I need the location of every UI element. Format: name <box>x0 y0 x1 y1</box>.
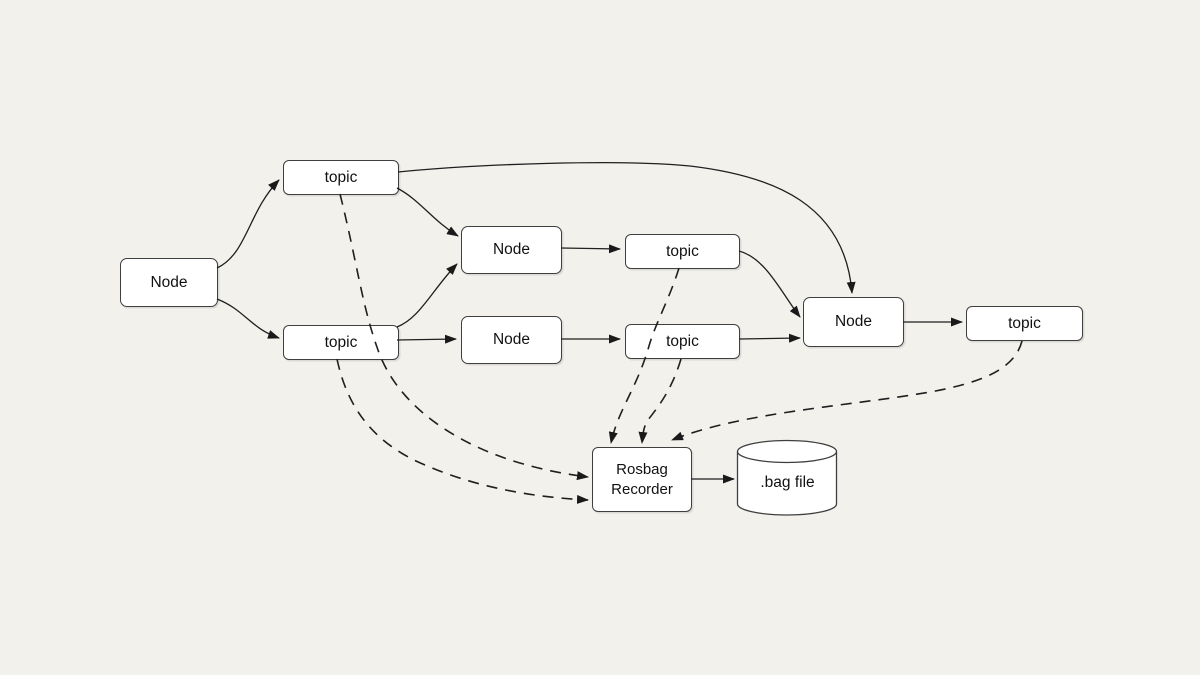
node-box-mid-lower: Node <box>461 316 562 364</box>
rosbag-recorder-label: Rosbag Recorder <box>611 461 673 498</box>
node-label: Node <box>834 313 873 330</box>
bag-file-label: .bag file <box>760 474 815 491</box>
topic-label: topic <box>324 333 358 351</box>
topic-box-top: topic <box>283 160 399 195</box>
topic-box-mid-lower: topic <box>625 324 740 359</box>
node-box-left: Node <box>120 258 218 307</box>
topic-label: topic <box>324 168 358 186</box>
node-label: Node <box>150 273 188 291</box>
topic-label: topic <box>666 332 699 350</box>
topic-box-mid-left: topic <box>283 325 399 360</box>
topic-label: topic <box>1008 314 1041 332</box>
topic-box-right: topic <box>966 306 1083 341</box>
rosbag-recorder-box: Rosbag Recorder <box>592 447 692 512</box>
node-label: Node <box>492 331 531 348</box>
topic-label: topic <box>666 242 699 260</box>
topic-box-mid-upper: topic <box>625 234 740 269</box>
node-label: Node <box>492 241 531 258</box>
node-box-right: Node <box>803 297 904 347</box>
node-box-mid-upper: Node <box>461 226 562 274</box>
